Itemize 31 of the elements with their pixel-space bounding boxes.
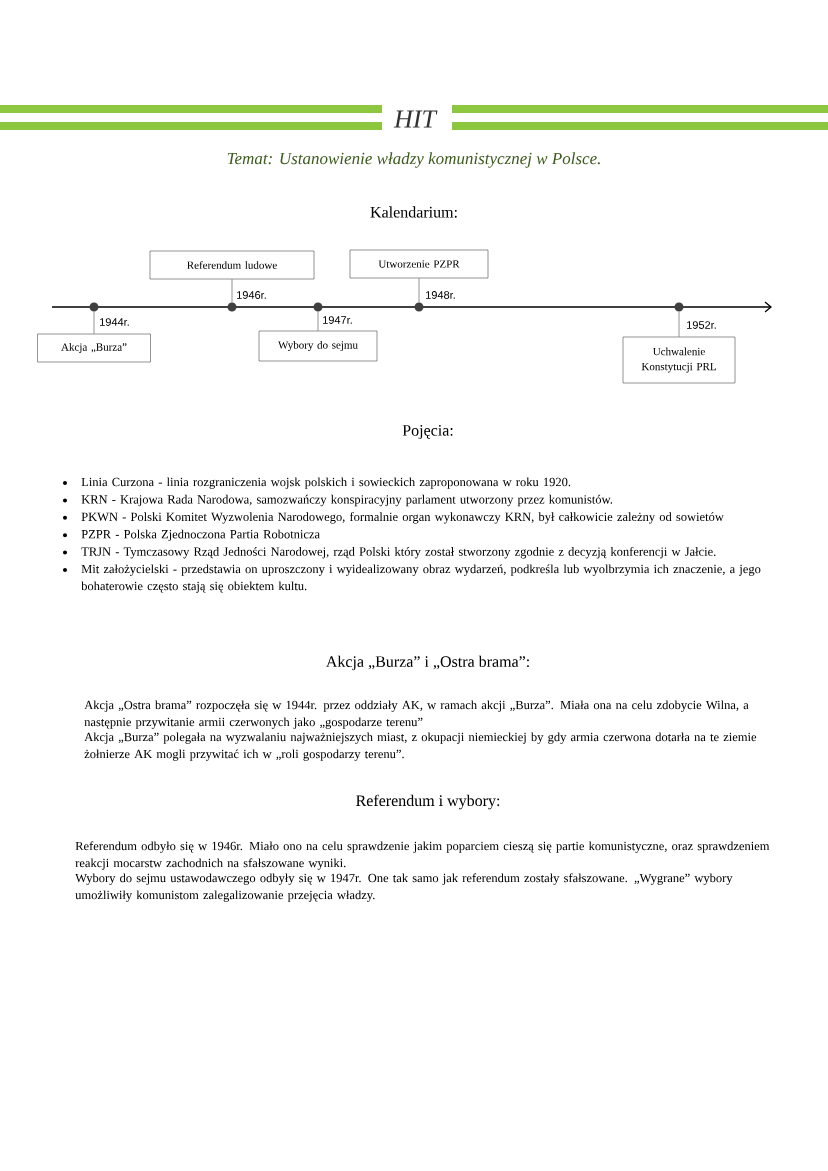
title: HIT <box>393 110 438 128</box>
year-label: 1948r. <box>426 291 455 299</box>
section-heading: Referendum i wybory: <box>356 794 500 810</box>
leader-line <box>418 278 420 303</box>
year-label: 1947r. <box>323 316 352 324</box>
section-heading: Kalendarium: <box>370 206 457 218</box>
year-label: 1952r. <box>687 321 716 329</box>
event-box: Utworzenie PZPR <box>349 249 489 279</box>
event-box: Uchwalenie Konstytucji PRL <box>622 336 736 384</box>
event-box: Referendum ludowe <box>149 250 315 280</box>
leader-line <box>231 279 233 303</box>
leader-line <box>678 311 680 337</box>
paragraph: Akcja „Burza” polegała na wyzwalaniu najważniejszych miast, z okupacji niemieckiej by gdy armia czerwona dotarła na te ziemie żołnierze AK mogli przywitać ich w „roli gospodarzy terenu”. <box>84 732 757 761</box>
leader-line <box>317 311 319 331</box>
year-label: 1944r. <box>100 318 129 326</box>
paragraph: Akcja „Ostra brama” rozpoczęła się w 1944r. przez oddziały AK, w ramach akcji „Burza”. Miała ona na celu zdobycie Wilna, a następnie przywitanie armii czerwonych jako „gospodarze terenu” <box>84 700 749 729</box>
section-heading: Akcja „Burza” i „Ostra brama”: <box>326 655 529 671</box>
bullet-item: TRJN - Tymczasowy Rząd Jedności Narodowej, rząd Polski który został stworzony zgodnie z decyzją konferencji w Jałcie. <box>81 546 716 559</box>
leader-line <box>93 311 95 334</box>
event-box: Akcja „Burza” <box>37 333 151 363</box>
bullet-item: KRN - Krajowa Rada Narodowa, samozwańczy konspiracyjny parlament utworzony przez komunistów. <box>81 494 613 507</box>
paragraph: Referendum odbyło się w 1946r. Miało ono na celu sprawdzenie jakim poparciem cieszą się partie komunistyczne, oraz sprawdzeniem reakcji mocarstw zachodnich na sfałszowane wyniki. <box>75 841 770 870</box>
year-label: 1946r. <box>237 291 266 299</box>
subtitle: Temat: Ustanowienie władzy komunistycznej w Polsce. <box>227 152 600 168</box>
paragraph: Wybory do sejmu ustawodawczego odbyły się w 1947r. One tak samo jak referendum zostały sfałszowane. „Wygrane” wybory umożliwiły komunistom zalegalizowanie przejęcia władzy. <box>75 873 733 902</box>
bullet-item: Linia Curzona - linia rozgraniczenia wojsk polskich i sowieckich zaproponowana w roku 1920. <box>81 477 571 489</box>
section-heading: Pojęcia: <box>402 425 453 439</box>
bullet-item: PZPR - Polska Zjednoczona Partia Robotnicza <box>81 529 320 541</box>
bullet-item: Mit założycielski - przedstawia on uproszczony i wyidealizowany obraz wydarzeń, podkreśla lub wyolbrzymia ich znaczenie, a jego bohaterowie często stają się obiektem kultu. <box>81 564 761 593</box>
bullet-item: PKWN - Polski Komitet Wyzwolenia Narodowego, formalnie organ wykonawczy KRN, był całkowicie zależny od sowietów <box>81 512 724 524</box>
event-box: Wybory do sejmu <box>258 330 378 362</box>
